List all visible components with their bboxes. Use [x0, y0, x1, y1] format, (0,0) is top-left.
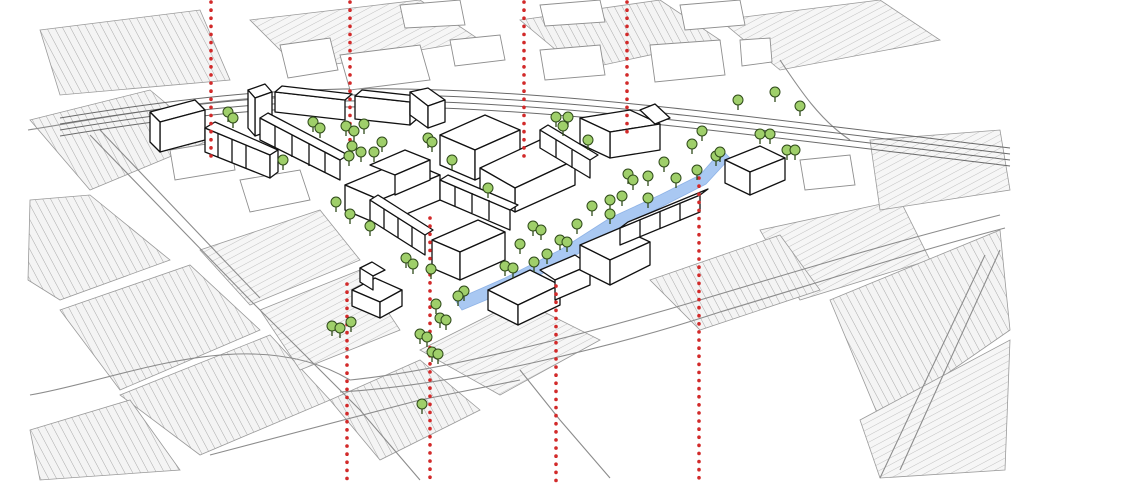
- tree-icon: [691, 164, 703, 180]
- tree-icon: [355, 146, 367, 162]
- tree-icon: [440, 314, 452, 330]
- tree-icon: [452, 290, 464, 306]
- tree-icon: [514, 238, 526, 254]
- building-block-east: [724, 145, 786, 196]
- tree-icon: [348, 125, 360, 141]
- tree-icon: [781, 144, 793, 160]
- terrace-row-central: [369, 194, 434, 256]
- tree-icon: [562, 111, 574, 127]
- tree-icon: [571, 218, 583, 234]
- tree-icon: [334, 322, 346, 338]
- tree-icon: [670, 172, 682, 188]
- tree-icon: [482, 182, 494, 198]
- tree-icon: [642, 192, 654, 208]
- proposed-buildings: [149, 83, 786, 326]
- tree-icon: [430, 298, 442, 314]
- terrace-row-south-east: [619, 188, 709, 246]
- tree-icon: [376, 136, 388, 152]
- tree-icon: [769, 86, 781, 102]
- tree-icon: [754, 128, 766, 144]
- building-block-central-east: [431, 219, 506, 281]
- tree-icon: [507, 262, 519, 278]
- tree-icon: [789, 144, 801, 160]
- building-block-west-isolated: [351, 261, 403, 319]
- tree-icon: [343, 150, 355, 166]
- tree-icon: [528, 256, 540, 272]
- trees: [222, 86, 806, 414]
- tree-icon: [307, 116, 319, 132]
- building-block-ne: [579, 103, 671, 159]
- tree-icon: [330, 196, 342, 212]
- terrace-row-nw: [204, 121, 279, 179]
- tree-icon: [627, 174, 639, 190]
- tree-icon: [686, 138, 698, 154]
- tree-icon: [426, 136, 438, 152]
- tree-icon: [416, 398, 428, 414]
- tree-icon: [425, 263, 437, 279]
- terrace-row-east-1: [539, 124, 599, 179]
- tree-icon: [446, 154, 458, 170]
- tree-icon: [326, 320, 338, 336]
- tree-icon: [277, 154, 289, 170]
- tree-icon: [561, 236, 573, 252]
- building-block-north-1: [247, 83, 353, 137]
- tree-icon: [696, 125, 708, 141]
- tree-icon: [604, 208, 616, 224]
- tree-icon: [541, 248, 553, 264]
- tree-icon: [407, 258, 419, 274]
- tree-icon: [432, 348, 444, 364]
- tree-icon: [604, 194, 616, 210]
- tree-icon: [550, 111, 562, 127]
- tree-icon: [616, 190, 628, 206]
- tree-icon: [586, 200, 598, 216]
- tree-icon: [358, 118, 370, 134]
- tree-icon: [345, 316, 357, 332]
- building-block-south-1: [487, 269, 561, 326]
- tree-icon: [535, 224, 547, 240]
- tree-icon: [227, 112, 239, 128]
- tree-icon: [421, 331, 433, 347]
- tree-icon: [314, 122, 326, 138]
- tree-icon: [364, 220, 376, 236]
- tree-icon: [714, 146, 726, 162]
- tree-icon: [642, 170, 654, 186]
- tree-icon: [582, 134, 594, 150]
- tree-icon: [400, 252, 412, 268]
- building-block-north-2: [354, 87, 446, 129]
- tree-icon: [557, 120, 569, 136]
- tree-icon: [368, 146, 380, 162]
- terrace-row-north: [259, 112, 349, 181]
- tree-icon: [794, 100, 806, 116]
- tree-icon: [344, 208, 356, 224]
- tree-icon: [732, 94, 744, 110]
- context-buildings: [169, 0, 856, 213]
- terrace-row-north-central: [439, 174, 519, 231]
- tree-icon: [764, 128, 776, 144]
- tree-icon: [658, 156, 670, 172]
- tree-icon: [340, 120, 352, 136]
